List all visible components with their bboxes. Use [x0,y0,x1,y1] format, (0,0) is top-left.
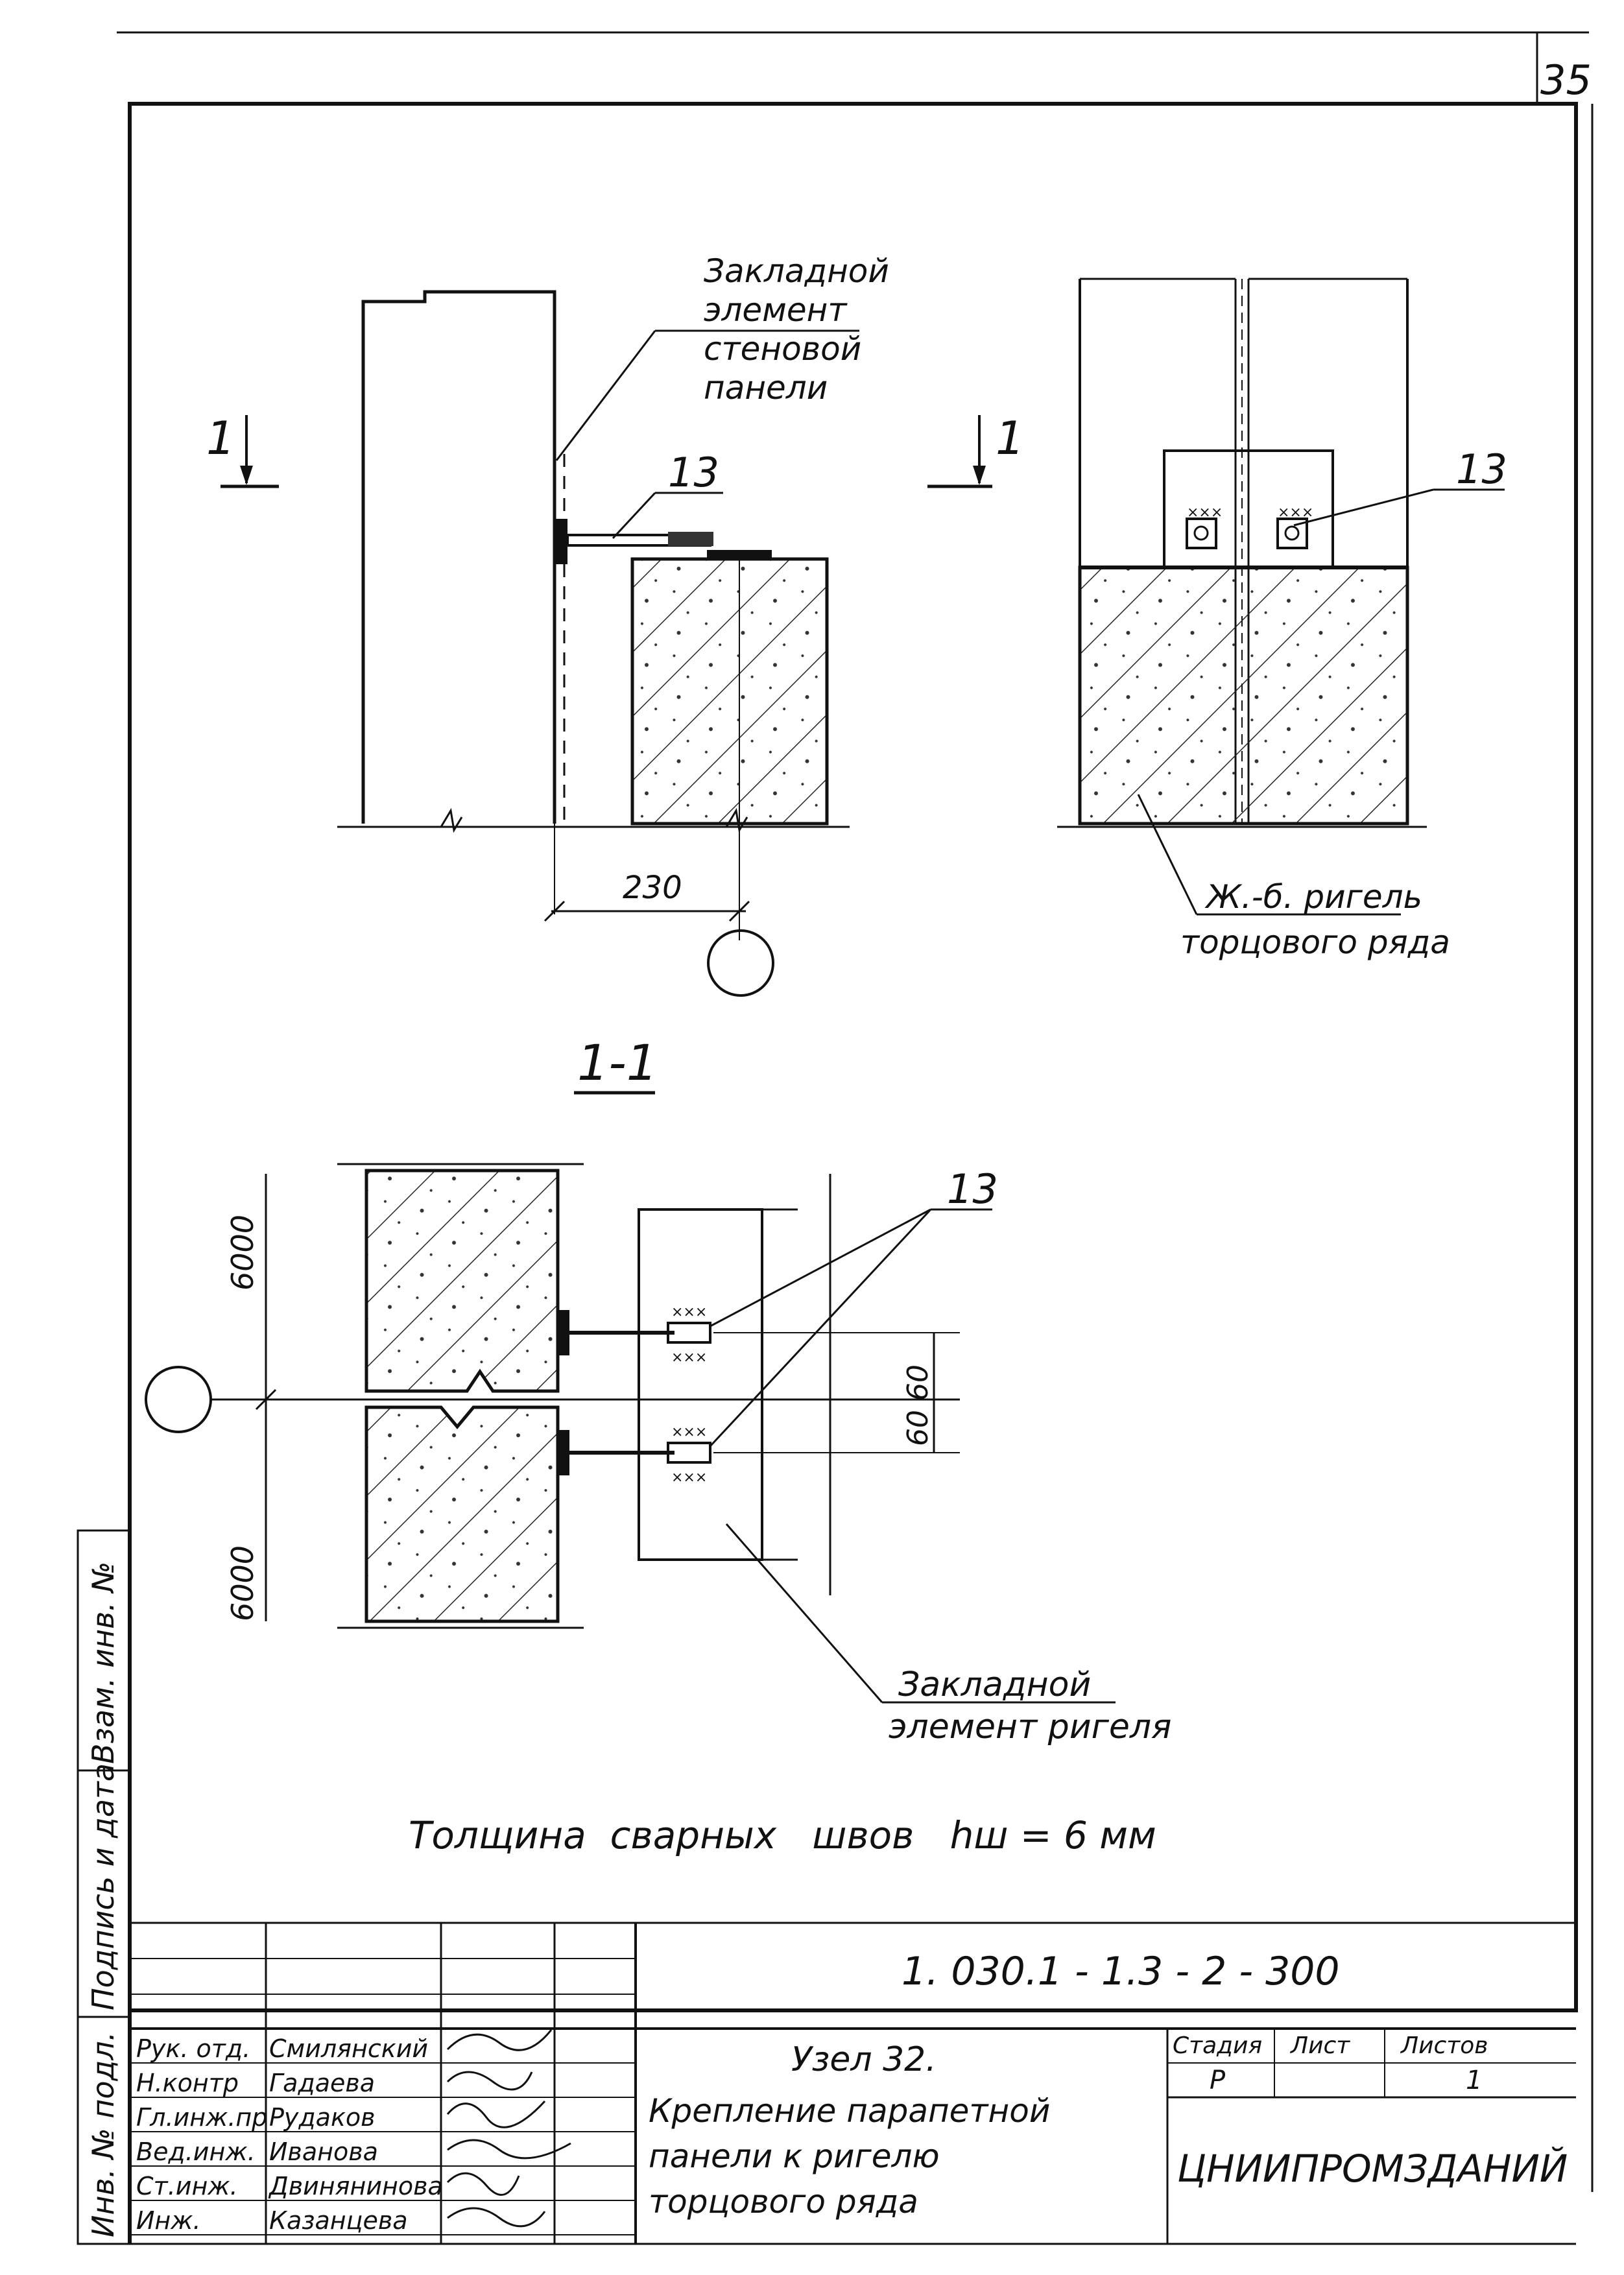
weld-marks-section-lower: ××× [671,1424,707,1440]
svg-text:×××: ××× [671,1350,707,1366]
weld-block [668,532,713,546]
section-1-1: ××× ××× ××× ××× 6000 6000 60 60 13 Закла… [145,1163,1171,1746]
embedded-plate-lower [558,1430,569,1475]
label-embedded-wall-line2: элемент [704,291,848,329]
wall-panel-outline [361,290,556,824]
title-line-3: панели к ригелю [649,2138,940,2175]
name-2: Гадаева [269,2069,376,2097]
label-beam-line1: Ж.-б. ригель [1204,878,1422,916]
sheets-label: Листов [1401,2032,1488,2059]
dimension-6000-bottom: 6000 [225,1545,260,1621]
title-line-1: Узел 32. [791,2040,937,2079]
dimension-6000-top: 6000 [225,1215,260,1291]
weld-marks-side-right: ××× [1278,505,1313,521]
signatures [446,2029,571,2228]
leader-item-13-side [1293,488,1434,527]
stage-label: Стадия [1173,2032,1263,2059]
role-3: Гл.инж.пр [136,2103,268,2132]
organization: ЦНИИПРОМЗДАНИЙ [1177,2147,1568,2191]
side-view: ××× ××× 1 13 Ж.-б. ригель торцового ряда [927,278,1507,961]
sheet-label: Лист [1291,2032,1350,2059]
axis-marker-section [145,1366,212,1433]
title-line-4: торцового ряда [649,2183,918,2221]
item-13-top-view: 13 [668,449,719,496]
beam-section-side-view [1078,566,1409,826]
weld-marks-side-left: ××× [1187,505,1223,521]
page-number: 35 [1540,56,1592,104]
role-1: Рук. отд. [136,2034,251,2063]
leader-beam-label [1137,794,1198,915]
dimension-230: 230 [623,870,682,906]
bolt-left [1186,518,1217,549]
sheets-value: 1 [1466,2066,1483,2095]
svg-text:×××: ××× [671,1470,707,1486]
item-13-side-view: 13 [1456,446,1507,493]
leader-item-13-section-upper [710,1208,931,1328]
label-embedded-beam-line2: элемент ригеля [889,1708,1171,1746]
leader-embedded-beam [725,1523,883,1703]
name-3: Рудаков [269,2103,376,2132]
name-4: Иванова [269,2138,378,2166]
label-beam-line2: торцового ряда [1180,923,1450,961]
stage-value: Р [1210,2066,1226,2095]
panel-lower-section [364,1405,560,1623]
axis-marker-top [707,929,774,997]
name-6: Казанцева [269,2206,408,2235]
leader-item-13-top [612,492,656,540]
title-line-2: Крепление парапетной [649,2092,1051,2130]
panel-upper-section [364,1169,560,1393]
embedded-plate-wall [555,519,567,564]
beam-section-top-view [630,557,829,826]
name-1: Смилянский [269,2034,429,2063]
item-13-section: 13 [947,1165,998,1213]
name-5: Двинянинова [269,2172,443,2200]
section-mark-1-right: 1 [996,412,1025,465]
side-strip-label-1: Взам. инв. № [86,1561,121,1764]
title-block-grid [130,1922,1576,2244]
side-strip [77,1529,131,2245]
drawing-code: 1. 030.1 - 1.3 - 2 - 300 [902,1949,1340,1994]
side-strip-label-2: Подпись и дата [86,1763,121,2010]
top-view: 1 Закладной элемент стеновой панели 13 2… [206,252,889,997]
leader-item-13-section-lower [709,1208,932,1447]
section-title: 1-1 [577,1034,658,1091]
embedded-plate-upper [558,1310,569,1355]
section-mark-1-left: 1 [206,412,235,465]
label-embedded-wall-line3: стеновой [704,330,861,368]
role-2: Н.контр [136,2069,239,2097]
role-5: Ст.инж. [136,2172,238,2200]
role-6: Инж. [136,2206,201,2235]
beam-top-plate [707,550,772,559]
role-4: Вед.инж. [136,2138,256,2166]
label-embedded-wall-line4: панели [704,369,828,407]
dimension-60-60: 60 60 [902,1364,935,1446]
leader-embedded-wall [555,330,656,461]
weld-marks-section-upper: ××× [671,1304,707,1320]
weld-thickness-note: Толщина сварных швов hш = 6 мм [409,1813,1156,1857]
bolt-upper [667,1322,711,1344]
beam-embedded-element-section [638,1208,763,1561]
bolt-lower [667,1442,711,1464]
label-embedded-wall-line1: Закладной [704,252,889,290]
side-strip-label-3: Инв. № подл. [86,2031,121,2237]
label-embedded-beam-line1: Закладной [898,1665,1091,1704]
bolt-right [1276,518,1308,549]
